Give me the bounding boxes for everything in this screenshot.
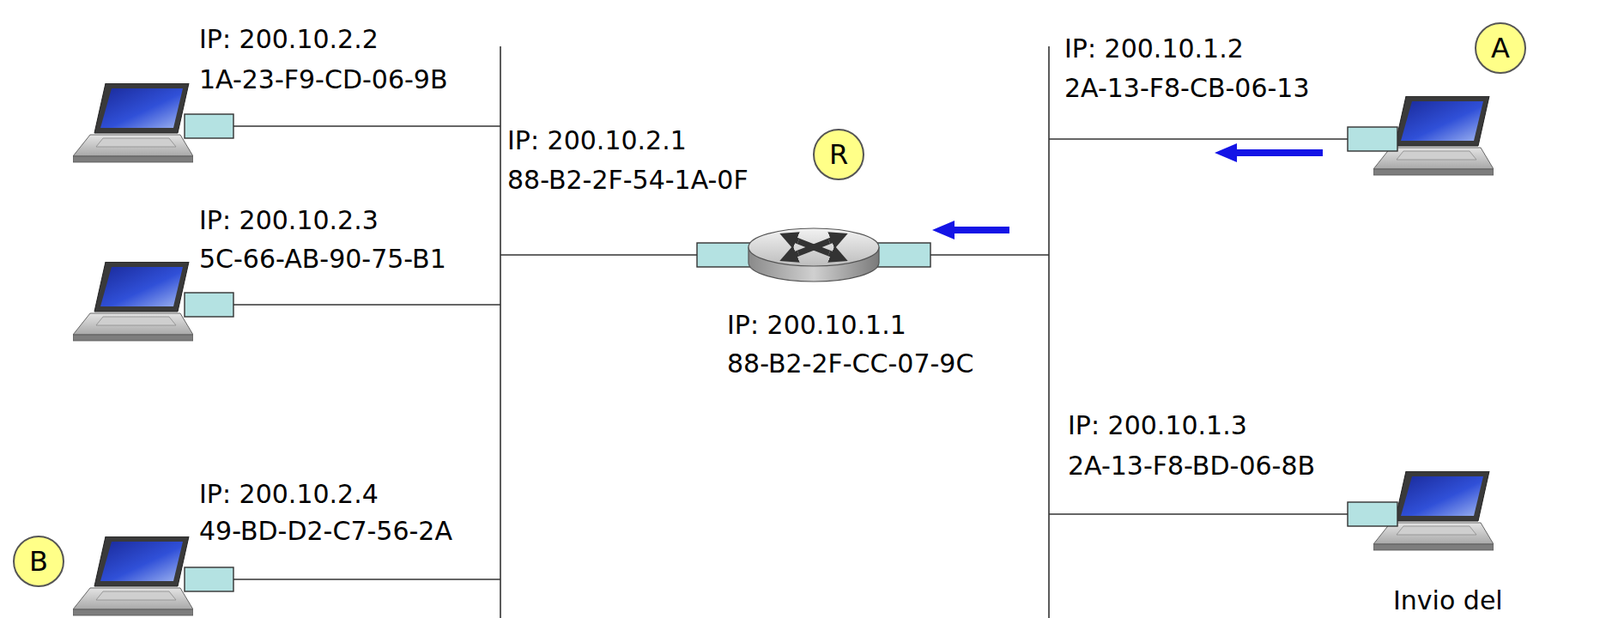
laptop-icon (72, 536, 194, 616)
marker-circle: R (812, 128, 865, 181)
ip-address: IP: 200.10.1.1 (727, 310, 907, 340)
mac-address: 2A-13-F8-BD-06-8B (1067, 451, 1316, 480)
marker-circle: B (12, 535, 65, 588)
marker-letter: A (1490, 34, 1510, 62)
ip-address: IP: 200.10.2.3 (199, 206, 379, 235)
laptop-icon (72, 261, 194, 341)
mac-address: 5C-66-AB-90-75-B1 (199, 244, 447, 273)
marker-circle: A (1474, 22, 1527, 74)
marker-letter: B (29, 547, 49, 576)
mac-address: 88-B2-2F-CC-07-9C (727, 349, 974, 378)
router-symbol (748, 228, 879, 282)
network-card (184, 114, 1398, 592)
ip-address: IP: 200.10.1.3 (1067, 411, 1248, 440)
note-text: Invio del (1393, 586, 1504, 615)
ip-address: IP: 200.10.1.2 (1064, 34, 1244, 63)
mac-address: 88-B2-2F-54-1A-0F (507, 165, 749, 194)
ip-address: IP: 200.10.2.1 (507, 126, 687, 155)
marker-letter: R (829, 140, 849, 169)
direction-arrow (1214, 143, 1323, 163)
ip-address: IP: 200.10.2.4 (199, 479, 379, 509)
laptop-icon (72, 83, 194, 163)
direction-arrow (932, 220, 1010, 240)
mac-address: 2A-13-F8-CB-06-13 (1064, 73, 1310, 103)
ip-address: IP: 200.10.2.2 (199, 24, 379, 54)
mac-address: 49-BD-D2-C7-56-2A (199, 516, 453, 546)
mac-address: 1A-23-F9-CD-06-9B (199, 65, 448, 94)
